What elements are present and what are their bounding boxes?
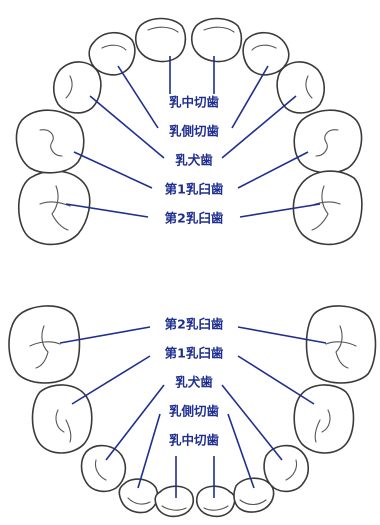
lower-right-central-incisor	[196, 485, 236, 518]
upper-label-canine: 乳犬歯	[175, 153, 213, 168]
upper-leader-first-molar-right	[237, 151, 309, 189]
lower-label-first-molar: 第1乳臼歯	[165, 346, 224, 361]
lower-right-second-molar-groove	[325, 325, 357, 369]
upper-leader-canine-right	[221, 95, 297, 159]
lower-left-central-incisor-groove	[161, 505, 187, 511]
upper-right-canine-groove	[305, 75, 313, 99]
upper-left-canine-groove	[65, 75, 73, 99]
upper-left-second-molar	[18, 170, 91, 246]
lower-right-canine	[263, 444, 310, 493]
upper-right-lateral-incisor	[242, 31, 290, 76]
upper-left-central-incisor	[134, 17, 187, 63]
lower-left-second-molar-groove	[29, 325, 61, 369]
lower-right-first-molar	[293, 384, 355, 454]
lower-leader-lateral-left	[137, 413, 161, 489]
upper-left-central-incisor-groove	[147, 26, 179, 33]
lower-left-first-molar	[31, 384, 93, 454]
upper-labels: 乳中切歯 乳側切歯 乳犬歯 第1乳臼歯 第2乳臼歯	[165, 95, 224, 226]
upper-leader-lateral-left	[117, 65, 159, 129]
upper-left-first-molar	[15, 109, 85, 174]
upper-right-second-molar	[292, 170, 363, 246]
upper-teeth	[15, 17, 363, 246]
upper-right-central-incisor-groove	[203, 26, 235, 33]
lower-leader-canine-right	[221, 384, 283, 461]
lower-left-first-molar-groove	[55, 409, 72, 443]
upper-left-lateral-incisor	[88, 31, 136, 76]
lower-right-lateral-incisor-groove	[239, 499, 267, 506]
upper-leader-second-molar-left	[65, 203, 149, 218]
upper-right-canine	[276, 61, 326, 114]
upper-label-lateral-incisor: 乳側切歯	[169, 124, 220, 139]
lower-right-lateral-incisor	[233, 477, 275, 513]
lower-leader-second-molar-right	[237, 326, 327, 344]
lower-labels: 第2乳臼歯 第1乳臼歯 乳犬歯 乳側切歯 乳中切歯	[165, 317, 224, 448]
upper-right-first-molar	[293, 109, 363, 174]
lower-right-first-molar-groove	[314, 409, 331, 443]
lower-left-lateral-incisor	[118, 478, 159, 514]
lower-leader-second-molar-left	[59, 326, 151, 344]
lower-left-lateral-incisor-groove	[127, 497, 151, 505]
lower-jaw: 第2乳臼歯 第1乳臼歯 乳犬歯 乳側切歯 乳中切歯	[8, 305, 377, 518]
upper-left-first-molar-groove	[39, 129, 63, 157]
upper-left-lateral-incisor-groove	[101, 44, 127, 51]
lower-leader-lateral-right	[227, 413, 255, 489]
lower-leader-first-molar-right	[237, 355, 315, 405]
lower-label-central-incisor: 乳中切歯	[169, 433, 220, 448]
upper-label-second-molar: 第2乳臼歯	[165, 211, 224, 226]
lower-left-second-molar	[8, 305, 81, 384]
lower-leader-first-molar-left	[71, 355, 151, 405]
lower-leader-canine-left	[105, 384, 165, 461]
lower-label-canine: 乳犬歯	[175, 375, 213, 390]
upper-right-first-molar-groove	[315, 129, 339, 157]
upper-right-central-incisor	[190, 17, 243, 63]
lower-left-canine-groove	[94, 459, 107, 481]
upper-leader-second-molar-right	[239, 203, 321, 218]
lower-label-second-molar: 第2乳臼歯	[165, 317, 224, 332]
upper-leader-lines	[65, 56, 321, 218]
upper-left-canine	[52, 61, 102, 114]
upper-label-first-molar: 第1乳臼歯	[165, 182, 224, 197]
upper-label-central-incisor: 乳中切歯	[169, 95, 220, 110]
lower-left-canine	[80, 444, 127, 493]
upper-left-second-molar-groove	[39, 185, 71, 231]
lower-label-lateral-incisor: 乳側切歯	[169, 404, 220, 419]
lower-right-canine-groove	[285, 459, 298, 481]
lower-leader-lines	[59, 326, 327, 498]
upper-right-lateral-incisor-groove	[251, 44, 277, 51]
upper-leader-first-molar-left	[73, 151, 153, 189]
upper-leader-lateral-right	[231, 65, 269, 129]
upper-jaw: 乳中切歯 乳側切歯 乳犬歯 第1乳臼歯 第2乳臼歯	[15, 17, 363, 246]
lower-left-central-incisor	[154, 485, 194, 518]
lower-teeth	[8, 305, 377, 518]
upper-leader-canine-left	[89, 95, 165, 159]
lower-right-central-incisor-groove	[203, 505, 229, 511]
